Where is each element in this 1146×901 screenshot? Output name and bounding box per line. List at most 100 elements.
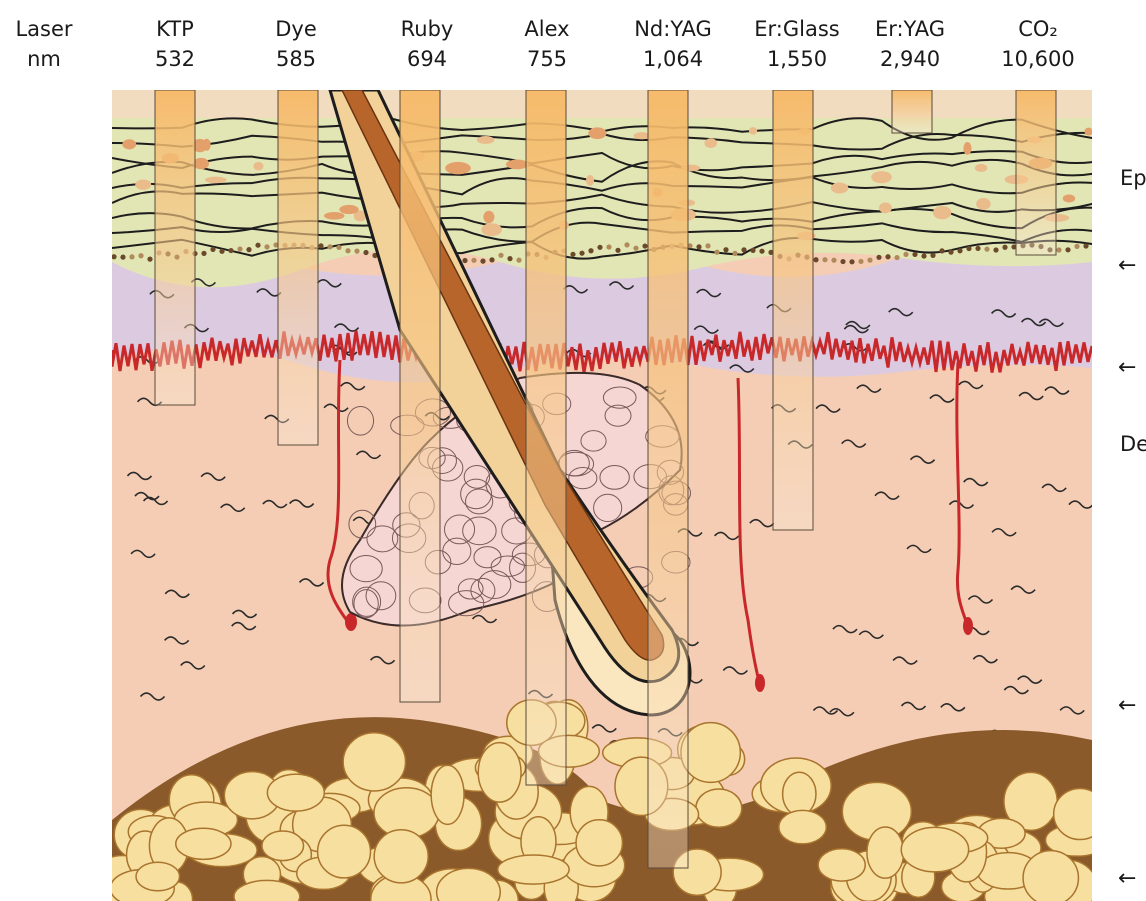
- epidermis-layer: [112, 118, 1092, 287]
- laser-wavelength: 532: [135, 44, 215, 74]
- laser-eryag: Er:YAG 2,940: [860, 14, 960, 74]
- basal-dot: [1056, 247, 1061, 252]
- arrow-icon: ←: [1118, 355, 1136, 380]
- basal-dot: [498, 253, 503, 258]
- fat-cell: [1054, 788, 1107, 839]
- granule: [1084, 128, 1092, 136]
- fat-cell: [267, 774, 324, 811]
- laser-header: Laser nm KTP 532 Dye 585 Ruby 694 Alex 7…: [0, 0, 1146, 90]
- laser-beam: [1016, 90, 1056, 255]
- granule: [831, 183, 848, 194]
- basal-dot: [507, 256, 512, 261]
- vessel-tip-2: [755, 674, 765, 692]
- vessel-tip-3: [963, 617, 973, 635]
- laser-co2: CO₂ 10,600: [988, 14, 1088, 74]
- granule: [879, 203, 892, 214]
- laser-axis-label: Laser nm: [4, 14, 84, 74]
- basal-dot: [1074, 244, 1079, 249]
- granule: [483, 211, 494, 223]
- epidermis-label: Ep: [1120, 166, 1146, 190]
- laser-beam: [526, 90, 566, 785]
- nm-label: nm: [4, 44, 84, 74]
- laser-wavelength: 1,064: [618, 44, 728, 74]
- basal-dot: [993, 247, 998, 252]
- granule: [324, 212, 344, 220]
- granule: [506, 160, 529, 170]
- granule: [205, 177, 227, 184]
- basal-dot: [354, 248, 359, 253]
- laser-name: Dye: [256, 14, 336, 44]
- laser-beam: [892, 90, 932, 133]
- laser-wavelength: 755: [507, 44, 587, 74]
- dermis-label: De: [1120, 432, 1146, 456]
- basal-dot: [696, 244, 701, 249]
- basal-dot: [336, 245, 341, 250]
- basal-dot: [111, 254, 116, 259]
- laser-ruby: Ruby 694: [387, 14, 467, 74]
- basal-dot: [138, 253, 143, 258]
- granule: [963, 142, 971, 155]
- basal-dot: [759, 249, 764, 254]
- granule: [122, 139, 136, 149]
- granule: [481, 223, 501, 236]
- basal-dot: [813, 257, 818, 262]
- laser-name: CO₂: [988, 14, 1088, 44]
- granule: [1063, 195, 1075, 203]
- basal-dot: [822, 257, 827, 262]
- basal-dot: [642, 243, 647, 248]
- basal-dot: [1002, 245, 1007, 250]
- granule: [477, 136, 494, 144]
- laser-wavelength: 1,550: [742, 44, 852, 74]
- fat-cell: [818, 849, 865, 881]
- fat-cell: [783, 772, 816, 815]
- laser-ktp: KTP 532: [135, 14, 215, 74]
- basal-dot: [849, 259, 854, 264]
- basal-dot: [255, 243, 260, 248]
- arrow-icon: ←: [1118, 693, 1136, 718]
- basal-dot: [597, 245, 602, 250]
- basal-dot: [264, 244, 269, 249]
- laser-name: Nd:YAG: [618, 14, 728, 44]
- basal-dot: [903, 252, 908, 257]
- granule: [202, 139, 210, 151]
- basal-dot: [588, 248, 593, 253]
- basal-dot: [615, 248, 620, 253]
- laser-name: KTP: [135, 14, 215, 44]
- laser-label: Laser: [4, 14, 84, 44]
- basal-dot: [723, 247, 728, 252]
- granule: [871, 171, 892, 183]
- basal-dot: [237, 246, 242, 251]
- basal-dot: [624, 242, 629, 247]
- arrow-icon: ←: [1118, 866, 1136, 891]
- fat-cell: [262, 831, 304, 861]
- basal-dot: [966, 246, 971, 251]
- fat-cell: [867, 827, 904, 878]
- basal-dot: [246, 247, 251, 252]
- basal-dot: [318, 243, 323, 248]
- laser-wavelength: 694: [387, 44, 467, 74]
- basal-dot: [327, 244, 332, 249]
- basal-dot: [219, 249, 224, 254]
- laser-name: Ruby: [387, 14, 467, 44]
- fat-cell: [431, 765, 464, 824]
- basal-dot: [975, 246, 980, 251]
- basal-dot: [579, 251, 584, 256]
- basal-dot: [120, 254, 125, 259]
- granule: [586, 175, 594, 186]
- stratum-corneum: [112, 90, 1092, 120]
- basal-dot: [831, 258, 836, 263]
- basal-dot: [471, 258, 476, 263]
- basal-dot: [714, 250, 719, 255]
- basal-dot: [633, 246, 638, 251]
- basal-dot: [957, 248, 962, 253]
- basal-dot: [750, 248, 755, 253]
- basal-dot: [948, 250, 953, 255]
- laser-dye: Dye 585: [256, 14, 336, 74]
- basal-dot: [147, 257, 152, 262]
- basal-dot: [606, 244, 611, 249]
- basal-dot: [489, 257, 494, 262]
- laser-alex: Alex 755: [507, 14, 587, 74]
- granule: [588, 127, 606, 139]
- basal-dot: [876, 255, 881, 260]
